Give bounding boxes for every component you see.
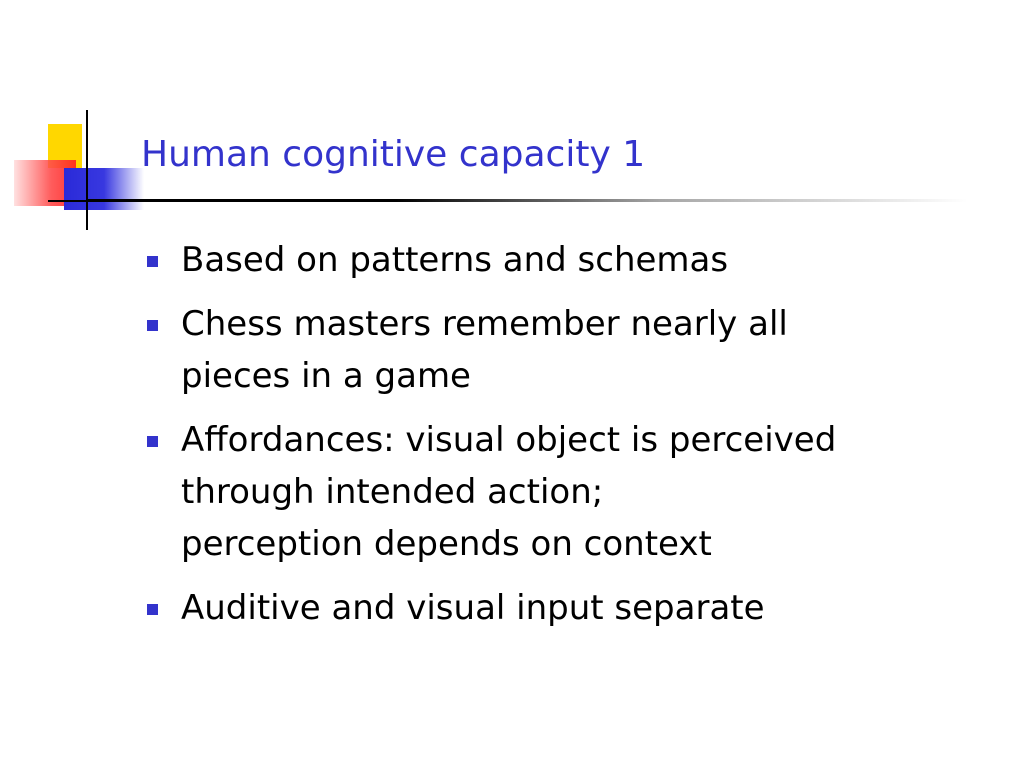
bullet-list: Based on patterns and schemas Chess mast… (145, 234, 1005, 646)
bullet-text: Based on patterns and schemas (181, 240, 729, 280)
slide-title: Human cognitive capacity 1 (141, 134, 646, 175)
square-bullet-icon (147, 256, 158, 267)
logo-blue-square (64, 168, 144, 210)
bullet-item: Based on patterns and schemas (145, 234, 1005, 286)
square-bullet-icon (147, 604, 158, 615)
bullet-text: Chess masters remember nearly all pieces… (181, 304, 788, 396)
title-underline (88, 199, 968, 202)
decorative-logo (0, 100, 150, 240)
bullet-item: Chess masters remember nearly all pieces… (145, 298, 1005, 402)
bullet-item: Auditive and visual input separate (145, 582, 1005, 634)
square-bullet-icon (147, 320, 158, 331)
bullet-text: Affordances: visual object is perceived … (181, 420, 837, 564)
bullet-item: Affordances: visual object is perceived … (145, 414, 1005, 570)
logo-horizontal-line (48, 200, 88, 202)
bullet-text: Auditive and visual input separate (181, 588, 765, 628)
square-bullet-icon (147, 436, 158, 447)
logo-vertical-line (86, 110, 88, 230)
